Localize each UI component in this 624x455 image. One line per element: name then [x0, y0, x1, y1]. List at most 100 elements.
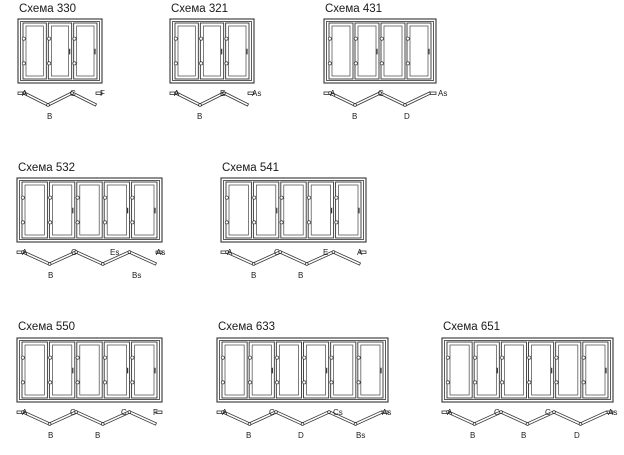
pivot-icon — [174, 91, 178, 95]
hinge-icon — [353, 36, 358, 41]
leaf-label-top: As — [608, 408, 617, 417]
leaf-label-bottom: B — [352, 112, 357, 121]
door-frame-inner — [20, 21, 100, 81]
door-panel-glass — [503, 344, 524, 396]
leaf-label-top: C — [274, 248, 280, 257]
pivot-icon — [47, 262, 52, 266]
leaf-label-bottom: D — [574, 431, 580, 440]
hinge-icon — [103, 220, 107, 225]
hinge-icon — [329, 355, 334, 360]
pivot-icon — [74, 250, 78, 254]
hinge-icon — [20, 380, 25, 385]
door-panel-glass — [50, 25, 70, 77]
door-panel-glass — [360, 344, 381, 396]
leaf-label-bottom: D — [404, 112, 410, 121]
hinge-icon — [379, 36, 384, 41]
door-panel-glass — [338, 184, 359, 236]
hinge-icon — [21, 61, 26, 66]
hinge-icon — [75, 220, 80, 225]
door-panel-glass — [283, 184, 304, 236]
pivot-icon — [353, 103, 357, 107]
leaf-label-bottom: Bs — [132, 271, 141, 280]
hinge-icon — [130, 195, 135, 200]
leaf-label-bottom: B — [95, 431, 100, 440]
door-panel — [248, 341, 275, 399]
door-panel-glass — [228, 184, 249, 236]
hinge-icon — [379, 61, 384, 66]
pivot-icon — [305, 262, 309, 266]
hinge-icon — [20, 355, 25, 360]
hinge-icon — [20, 220, 25, 225]
leaf-label-bottom: B — [470, 431, 475, 440]
door-panel-glass — [306, 344, 327, 396]
door-panel-glass — [310, 184, 331, 236]
door-panel — [21, 181, 48, 239]
door-panel-glass — [202, 25, 222, 77]
door-panel — [446, 341, 473, 399]
leaf-label-bottom: B — [197, 112, 202, 121]
hinge-icon — [75, 355, 80, 360]
wall-track — [247, 91, 255, 95]
fold-leaf — [552, 410, 582, 426]
door-panel — [48, 341, 76, 399]
door-panel — [582, 341, 609, 399]
pivot-icon — [101, 422, 105, 426]
hinge-icon — [275, 380, 280, 385]
door-panel-glass — [409, 25, 429, 77]
scheme-title: Схема 633 — [218, 321, 275, 333]
pivot-icon — [278, 250, 282, 254]
door-panel — [280, 181, 307, 239]
leaf-label-bottom: B — [251, 271, 256, 280]
hinge-icon — [130, 380, 135, 385]
fold-leaf — [403, 91, 432, 107]
door-panel-glass — [383, 25, 403, 77]
leaf-label-top: A — [174, 89, 180, 98]
door-panel — [199, 22, 225, 80]
pivot-icon — [472, 422, 477, 426]
door-panel — [48, 181, 76, 239]
pivot-icon — [331, 250, 336, 254]
hinge-icon — [220, 355, 225, 360]
door-panel — [76, 341, 103, 399]
leaf-label-top: E — [220, 89, 225, 98]
pivot-icon — [74, 410, 78, 414]
hinge-icon — [334, 220, 339, 225]
hinge-icon — [224, 195, 229, 200]
leaf-label-bottom: Bs — [356, 431, 365, 440]
hinge-icon — [445, 355, 450, 360]
hinge-icon — [302, 355, 307, 360]
hinge-icon — [248, 355, 252, 360]
door-panel — [303, 341, 330, 399]
hinge-icon — [224, 36, 229, 41]
leaf-label-top: A — [22, 248, 28, 257]
pivot-icon — [225, 250, 229, 254]
fold-leaf — [579, 410, 609, 426]
leaf-label-top: A — [447, 408, 453, 417]
scheme-title: Схема 431 — [325, 3, 382, 15]
door-panel-glass — [52, 184, 73, 236]
hinge-icon — [248, 380, 252, 385]
pivot-icon — [222, 91, 226, 95]
door-panel — [131, 341, 158, 399]
door-panel — [380, 22, 406, 80]
door-panel-glass — [256, 184, 277, 236]
door-panel — [328, 22, 354, 80]
fold-leaf — [274, 410, 304, 426]
door-panel-glass — [333, 344, 354, 396]
fold-leaf — [279, 250, 308, 266]
door-panel — [252, 181, 280, 239]
pivot-icon — [221, 410, 225, 414]
door-panel-glass — [476, 344, 497, 396]
hinge-icon — [307, 220, 311, 225]
door-panel-glass — [558, 344, 579, 396]
leaf-label-top: As — [382, 408, 391, 417]
door-panel-glass — [79, 184, 100, 236]
hinge-icon — [356, 380, 361, 385]
door-panel-glass — [134, 184, 155, 236]
door-panel-glass — [224, 344, 245, 396]
hinge-icon — [581, 380, 586, 385]
door-panel — [473, 341, 500, 399]
door-panel-glass — [278, 344, 299, 396]
hinge-icon — [329, 380, 334, 385]
